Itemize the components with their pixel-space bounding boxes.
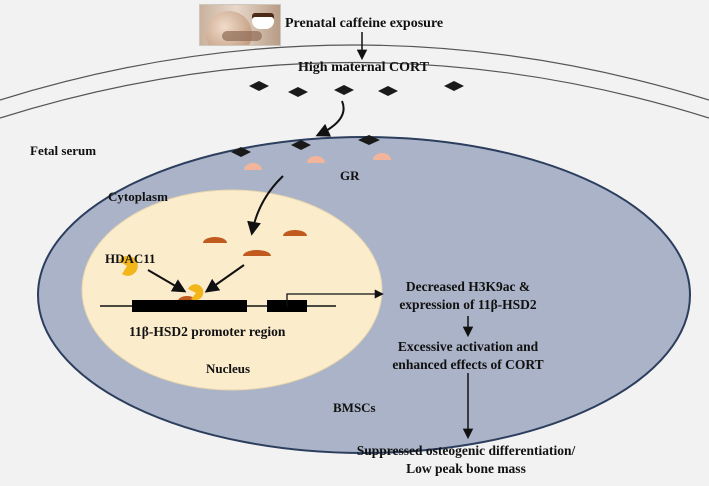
prenatal-caffeine-label: Prenatal caffeine exposure xyxy=(285,16,443,31)
excessive-activation-label-line2: enhanced effects of CORT xyxy=(392,357,543,372)
cort-gr-complexes xyxy=(178,230,307,301)
arrow-gr-to-promoter xyxy=(204,264,245,293)
pregnant-woman-coffee-photo xyxy=(199,4,281,46)
high-maternal-cort-label: High maternal CORT xyxy=(298,60,430,75)
gr-receptor-icon xyxy=(373,153,391,160)
cytoplasm-label: Cytoplasm xyxy=(108,189,168,204)
decreased-h3k9ac-label-line1: Decreased H3K9ac & xyxy=(406,279,530,294)
fetal-serum-label: Fetal serum xyxy=(30,143,96,158)
decreased-h3k9ac-label-line2: expression of 11β-HSD2 xyxy=(399,297,537,312)
gr-receptor-icon xyxy=(244,163,262,170)
cort-diamond-icon xyxy=(288,87,308,97)
suppressed-osteogenic-label-line1: Suppressed osteogenic differentiation/ xyxy=(357,443,576,458)
maternal-membrane-inner xyxy=(0,61,709,119)
cort-diamond-icon xyxy=(334,85,354,95)
bound-receptor-icon xyxy=(203,237,227,243)
gr-label: GR xyxy=(340,168,360,183)
cort-diamond-icon xyxy=(291,140,311,150)
arrow-transcription xyxy=(286,289,384,307)
cort-diamond-icon xyxy=(444,81,464,91)
hdac11-label: HDAC11 xyxy=(105,251,156,266)
bound-receptor-icon xyxy=(283,230,307,236)
bound-receptor-icon xyxy=(243,250,271,256)
nucleus xyxy=(81,189,383,391)
nucleus-label: Nucleus xyxy=(206,361,250,376)
arrow-cort-into-cell xyxy=(315,100,345,137)
gr-receptors xyxy=(244,153,391,170)
bound-receptor-icon xyxy=(178,296,196,301)
arrow-gr-to-nucleus xyxy=(247,175,284,236)
excessive-activation-label-line1: Excessive activation and xyxy=(398,339,539,354)
cort-diamond-icon xyxy=(249,81,269,91)
bmscs-label: BMSCs xyxy=(333,400,376,415)
cort-diamond-icon xyxy=(358,135,380,145)
arrow-hdac11-to-promoter xyxy=(147,269,187,293)
cort-molecules-serum xyxy=(249,81,464,97)
cort-diamond-icon xyxy=(231,147,251,157)
cort-diamond-icon xyxy=(378,86,398,96)
gr-receptor-icon xyxy=(307,156,325,163)
promoter-block xyxy=(132,300,247,312)
coffee-cup-icon xyxy=(252,13,274,29)
maternal-membrane-outer xyxy=(0,44,709,101)
suppressed-osteogenic-label-line2: Low peak bone mass xyxy=(406,461,526,476)
promoter-region-label: 11β-HSD2 promoter region xyxy=(129,324,286,339)
hdac11-icon xyxy=(119,255,138,276)
cort-molecules-cytoplasm xyxy=(231,135,380,157)
hdac11-bound-icon xyxy=(188,284,204,301)
